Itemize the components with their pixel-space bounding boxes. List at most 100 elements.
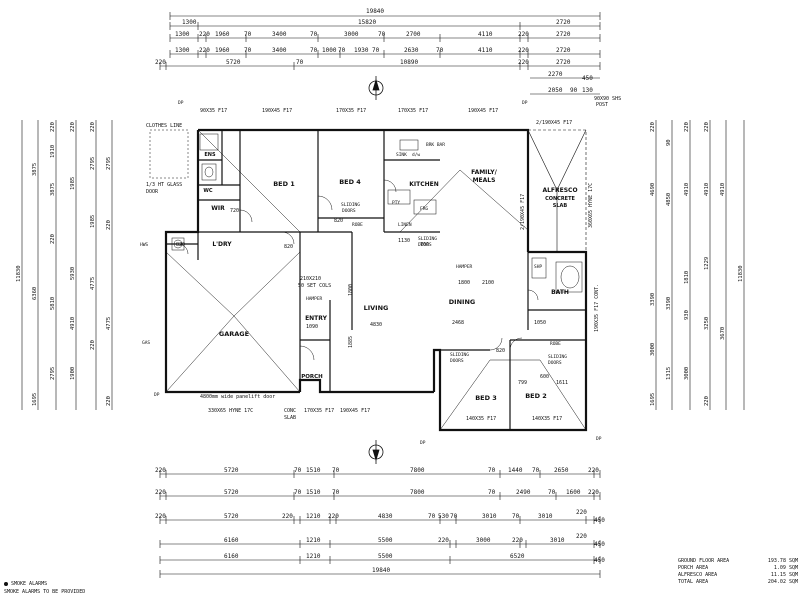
dim-bot-r4-f: 220: [512, 537, 523, 544]
note-hyne-right: 360X65 HYNE 17C: [588, 183, 594, 228]
dim-top-r3-o: 2720: [556, 47, 571, 54]
dim-left-c3-c: 5930: [70, 267, 76, 280]
dim-top-r2-a: 1300: [175, 31, 190, 38]
dim-bot-r4-c: 5500: [378, 537, 393, 544]
dim-right-c4-a: 220: [704, 122, 710, 132]
dim-bot-r2-g: 70: [488, 489, 496, 496]
dim-bot-overall: 19840: [372, 567, 390, 574]
note-820-d: 820: [496, 348, 505, 354]
room-bed4: BED 4: [339, 178, 361, 186]
label-robe-2: ROBE: [550, 341, 561, 347]
dim-top-r2-e: 3400: [272, 31, 287, 38]
note-vert-1800: 1800: [348, 284, 354, 296]
room-bath: BATH: [551, 289, 569, 296]
dim-right-c3-a: 220: [684, 122, 690, 132]
label-brk-bar: BRK BAR: [426, 142, 445, 148]
dim-top-r5-b: 450: [582, 75, 593, 82]
fixtures: [171, 133, 583, 293]
dim-left-c3-b: 1985: [70, 177, 76, 190]
label-linen: LINEN: [398, 222, 412, 228]
dim-top-r3-h: 70: [338, 47, 346, 54]
note-1050: 1050: [534, 320, 546, 326]
dim-top-r2-b: 220: [199, 31, 210, 38]
dimension-ticks: [159, 12, 601, 578]
label-dw: d/w: [412, 152, 420, 158]
clothes-line-label: CLOTHES LINE: [146, 123, 182, 129]
dim-bot-r4-i: 450: [594, 541, 605, 548]
dim-left-c2-b: 1910: [50, 145, 56, 158]
dim-top-r4-c: 70: [296, 59, 304, 66]
dim-bot-r3-a: 220: [155, 513, 166, 520]
dim-bot-r3-j: 3010: [482, 513, 497, 520]
dim-top-r4-f: 2720: [556, 59, 571, 66]
note-beam-top-1: 90X35 F17: [200, 108, 227, 114]
dim-top-r2-l: 2720: [556, 31, 571, 38]
label-sink: SINK: [396, 152, 407, 158]
dim-top-r4-d: 10890: [400, 59, 418, 66]
dim-top-r3-j: 70: [372, 47, 380, 54]
dim-top-r1-a: 1300: [182, 19, 197, 26]
dim-left-c5-c: 4775: [106, 317, 112, 330]
roof-hip-lines: [165, 129, 587, 431]
dimension-lines: [21, 15, 745, 575]
room-bed1: BED 1: [273, 180, 295, 188]
dim-bot-r4-b: 1210: [306, 537, 321, 544]
dim-top-r2-j: 4110: [478, 31, 493, 38]
dim-bot-r2-i: 70: [548, 489, 556, 496]
alfresco-outline: [527, 129, 587, 252]
room-alfresco-sub2: SLAB: [553, 203, 568, 209]
dim-bot-r1-g: 70: [488, 467, 496, 474]
dim-bot-r3-f: 4830: [378, 513, 393, 520]
dim-left-c3-a: 220: [70, 122, 76, 132]
dim-right-c2-b: 4850: [666, 193, 672, 206]
label-gas: GAS: [142, 340, 150, 346]
dim-right-c1-e: 1695: [650, 393, 656, 406]
dim-left-c5-b: 220: [106, 220, 112, 230]
dim-right-c2-d: 1315: [666, 367, 672, 380]
interior-walls: [166, 130, 586, 430]
dim-left-c4-b: 2795: [90, 157, 96, 170]
label-sliding-3: SLIDING: [450, 352, 469, 358]
dim-bot-r3-m: 220: [576, 509, 587, 516]
note-garage-door: 4800mm wide panelift door: [200, 394, 275, 400]
dim-bot-r1-k: 220: [588, 467, 599, 474]
dim-left-c4-c: 1985: [90, 215, 96, 228]
smoke-alarm-icon: [4, 581, 8, 586]
dim-bot-r2-k: 220: [588, 489, 599, 496]
dim-top-overall: 19840: [366, 8, 384, 15]
right-dimension-labels: 220 4690 3390 3000 1695 90 4850 3390 131…: [650, 122, 744, 406]
dim-bot-r3-l: 3010: [538, 513, 553, 520]
dim-bot-r3-g: 70: [428, 513, 436, 520]
dim-bot-r4-a: 6160: [224, 537, 239, 544]
bottom-dimension-labels: 220 5720 70 1510 70 7800 70 1440 70 2650…: [155, 467, 605, 574]
dim-bot-r2-j: 1600: [566, 489, 581, 496]
dim-bot-r2-f: 7800: [410, 489, 425, 496]
label-doors-3: DOORS: [450, 358, 464, 364]
dim-left-c5-a: 2795: [106, 157, 112, 170]
dim-left-c4-a: 220: [90, 122, 96, 132]
left-dimension-labels: 11830 3875 6360 1695 220 1910 3875 220 5…: [16, 122, 112, 406]
area-label: GROUND FLOOR AREA: [678, 558, 730, 564]
legend-note: SMOKE ALARMS TO BE PROVIDED: [4, 589, 86, 595]
dim-top-r2-c: 1960: [215, 31, 230, 38]
dim-bot-r5-a: 6160: [224, 553, 239, 560]
area-value: 11.15 SQM: [770, 572, 798, 578]
room-bed2: BED 2: [525, 392, 547, 400]
dim-top-r3-f: 70: [310, 47, 318, 54]
dim-left-c2-c: 3875: [50, 183, 56, 196]
dim-left-c2-i: 2795: [50, 367, 56, 380]
dim-left-overall: 11830: [16, 265, 22, 282]
note-vert-post: 2/190X45 F17: [520, 194, 526, 230]
note-799: 799: [518, 380, 527, 386]
top-dimension-labels: 19840 1300 15820 2720 1300 220 1960 70 3…: [155, 8, 593, 94]
dim-bot-r2-a: 220: [155, 489, 166, 496]
dim-bot-r1-a: 220: [155, 467, 166, 474]
note-garage-beam: 330X65 HYNE 17C: [208, 408, 253, 414]
dim-bot-r3-e: 220: [328, 513, 339, 520]
dim-bot-r1-c: 70: [294, 467, 302, 474]
dim-top-r3-c: 1960: [215, 47, 230, 54]
note-beam-bottom-4: 140X35 F17: [532, 416, 562, 422]
note-glass-door: 1/3 HT GLASS: [146, 182, 182, 188]
